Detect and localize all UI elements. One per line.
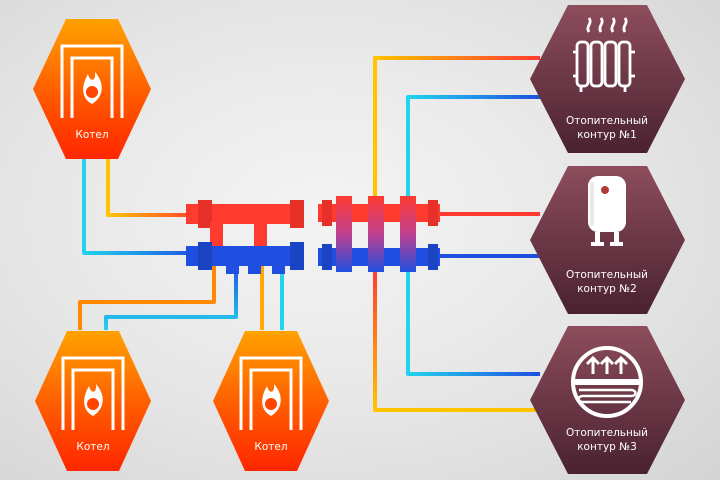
heating-circuit-3: Отопительный контур №3 <box>530 326 685 474</box>
pipe-circuit1-cold <box>406 95 540 198</box>
cold-header <box>186 246 302 266</box>
heating-circuit-1: Отопительный контур №1 <box>530 5 685 153</box>
pipe-boiler1-hot <box>106 158 200 217</box>
circuit-label-line1: Отопительный <box>566 115 648 127</box>
boiler-2: Котел <box>35 331 151 471</box>
boiler-label: Котел <box>254 441 287 453</box>
circuit-label-line1: Отопительный <box>566 427 648 439</box>
pipe-circuit3-hot <box>373 268 540 412</box>
boiler-label: Котел <box>76 441 109 453</box>
circuit-label-line1: Отопительный <box>566 269 648 281</box>
boiler-icon <box>61 356 125 430</box>
circuit-label-line2: контур №1 <box>577 129 637 141</box>
boiler-label: Котел <box>75 129 108 141</box>
boiler-manifold <box>186 200 304 274</box>
heating-circuit-2: Отопительный контур №2 <box>530 166 685 314</box>
pipe-circuit1-hot <box>373 56 540 198</box>
pipe-circuit3-cold <box>406 268 540 376</box>
pipe-boiler2-hot <box>78 262 216 330</box>
hot-header <box>186 204 302 224</box>
boiler-3: Котел <box>213 331 329 471</box>
water-heater-icon <box>588 176 626 246</box>
boiler-1: Котел <box>33 19 151 159</box>
circuit-label-line2: контур №2 <box>577 283 637 295</box>
hydraulic-separator <box>318 196 440 272</box>
pipes <box>78 56 540 412</box>
pipe-boiler1-cold <box>82 158 200 255</box>
circuit-label-line2: контур №3 <box>577 441 637 453</box>
floor-heating-icon <box>571 346 643 418</box>
boiler-icon <box>239 356 303 430</box>
radiator-icon <box>573 17 635 92</box>
boiler-icon <box>60 44 124 118</box>
pipe-boiler2-cold <box>104 262 238 330</box>
